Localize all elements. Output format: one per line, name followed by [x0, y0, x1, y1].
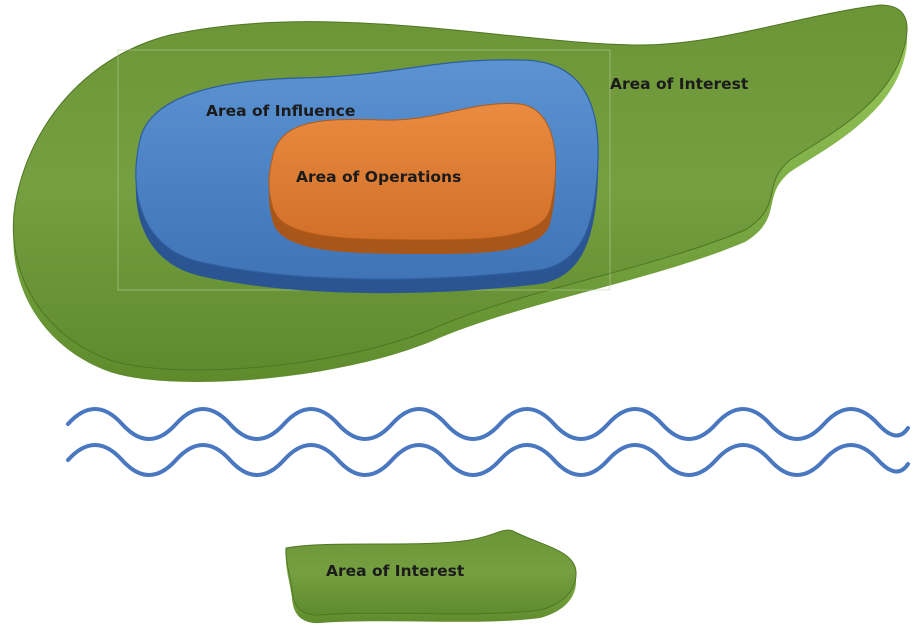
area-of-operations-top	[268, 103, 557, 241]
area-of-interest-label: Area of Interest	[610, 75, 749, 93]
wave-line-top	[66, 407, 910, 441]
area-of-interest-small-label: Area of Interest	[326, 562, 465, 580]
area-of-interest-small-top	[285, 529, 577, 616]
area-of-influence-label: Area of Influence	[206, 102, 355, 120]
area-of-interest-small-shape	[285, 529, 577, 624]
wave-line-bottom	[66, 443, 910, 477]
area-of-operations-shape	[268, 103, 557, 254]
area-of-operations-label: Area of Operations	[296, 168, 461, 186]
wavy-line-break-icon	[66, 407, 910, 477]
